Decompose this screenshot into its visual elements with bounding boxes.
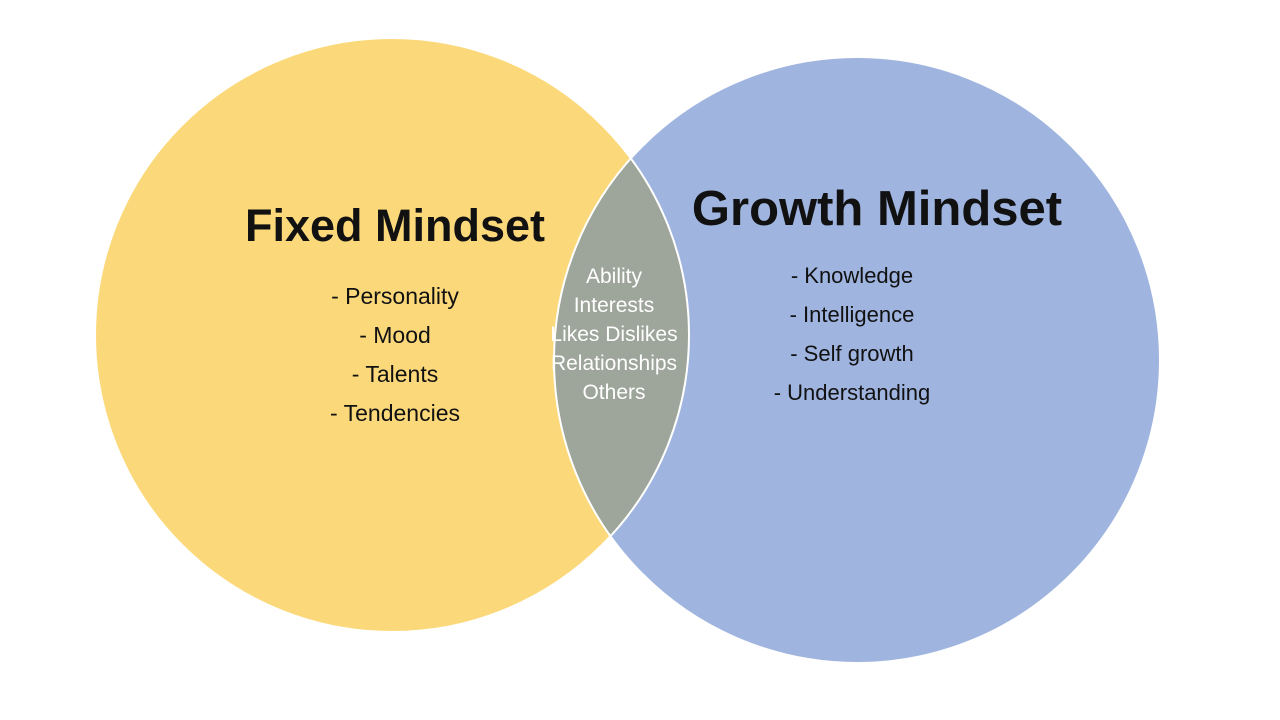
list-item: - Understanding xyxy=(773,380,931,405)
list-item: - Mood xyxy=(359,322,431,348)
list-item: - Intelligence xyxy=(789,302,915,327)
fixed-circle-outline xyxy=(94,37,690,633)
list-item: Interests xyxy=(573,294,655,317)
fixed-mindset-circle xyxy=(95,38,689,632)
list-item: - Knowledge xyxy=(790,263,914,288)
fixed-mindset-title: Fixed Mindset xyxy=(244,200,546,251)
growth-mindset-list: - Knowledge - Intelligence - Self growth… xyxy=(774,256,931,412)
list-item: - Talents xyxy=(351,361,439,387)
list-item: Ability xyxy=(585,265,643,288)
list-item: Likes Dislikes xyxy=(550,323,678,346)
list-item: Others xyxy=(582,381,646,404)
growth-mindset-circle xyxy=(554,57,1160,663)
growth-circle-outline xyxy=(553,56,1161,664)
list-item: - Tendencies xyxy=(330,400,460,426)
list-item: Relationships xyxy=(550,352,678,375)
overlap-list: Ability Interests Likes Dislikes Relatio… xyxy=(550,262,677,407)
growth-mindset-title: Growth Mindset xyxy=(691,182,1063,236)
list-item: - Self growth xyxy=(790,341,914,366)
fixed-mindset-list: - Personality - Mood - Talents - Tendenc… xyxy=(330,277,460,433)
list-item: - Personality xyxy=(331,283,459,309)
